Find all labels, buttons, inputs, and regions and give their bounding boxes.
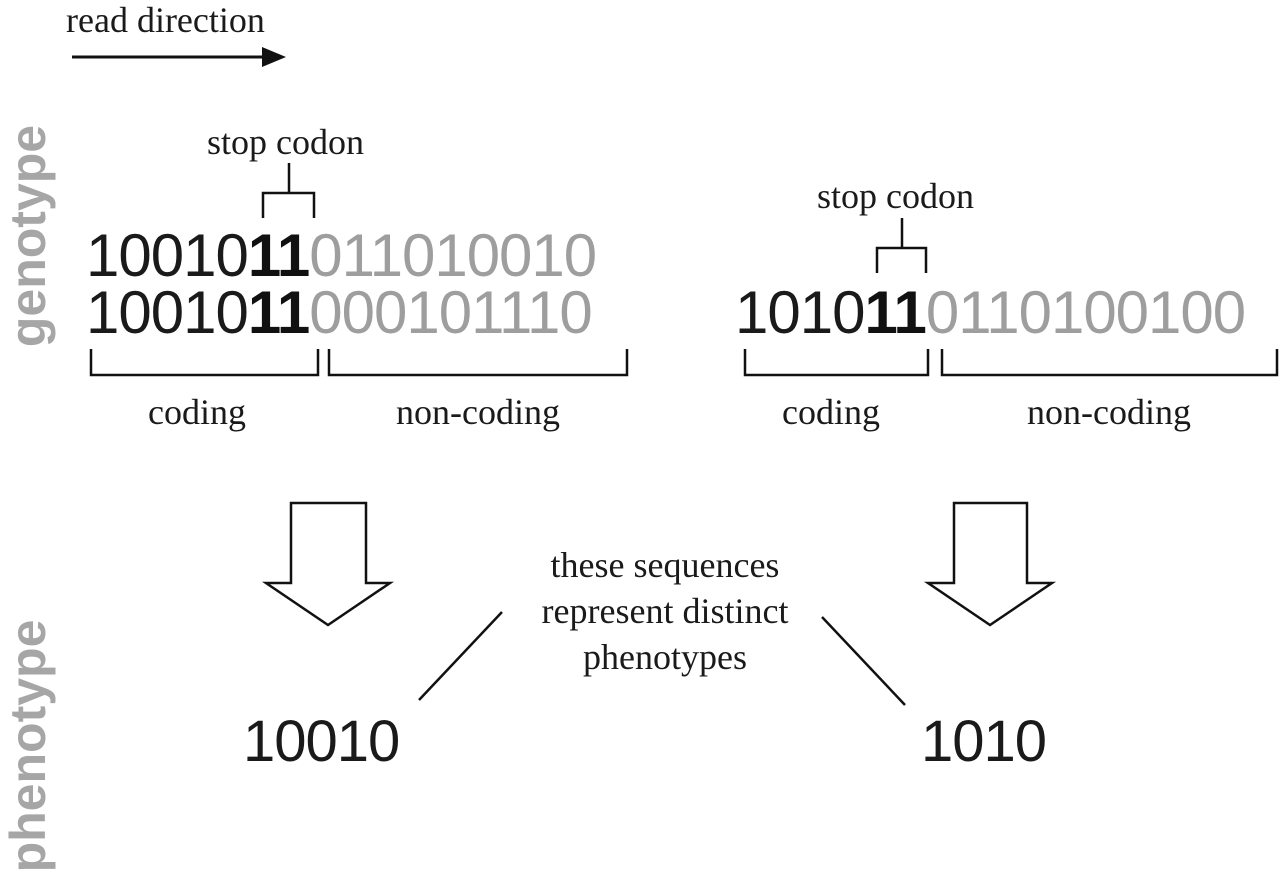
stop-codon-bits: 11 [247,222,310,289]
right-sequence-1: 1010110110100100 [735,283,1246,343]
right-noncoding-label: non-coding [1027,392,1191,432]
left-connector-line [418,611,503,701]
coding-bits: 1010 [735,279,865,346]
phenotype-axis-label: phenotype [0,619,56,872]
stop-codon-bits: 11 [247,279,310,346]
read-direction-arrow [72,47,286,67]
right-noncoding-bracket [940,349,1279,377]
right-coding-label: coding [782,392,880,432]
right-down-arrow [923,501,1057,627]
left-down-arrow [261,501,395,627]
right-connector-line [821,616,906,706]
noncoding-bits: 011010010 [309,222,597,289]
read-direction-label: read direction [66,0,265,40]
left-phenotype: 10010 [243,709,400,774]
left-stop-codon-label: stop codon [207,122,364,162]
left-noncoding-label: non-coding [396,392,560,432]
distinct-phenotypes-note: these sequences represent distinct pheno… [542,542,789,680]
coding-bits: 10010 [86,279,249,346]
coding-bits: 10010 [86,222,249,289]
note-line-1: these sequences [550,545,780,585]
left-stop-bracket [261,163,316,218]
note-line-3: phenotypes [583,637,747,677]
right-stop-codon-label: stop codon [817,176,974,216]
right-coding-bracket [743,349,930,377]
genotype-axis-label: genotype [0,124,56,348]
right-stop-bracket [875,218,928,273]
left-sequence-2: 1001011000101110 [86,283,593,343]
left-coding-label: coding [148,392,246,432]
note-line-2: represent distinct [541,591,789,631]
right-phenotype: 1010 [921,709,1047,774]
left-coding-bracket [89,349,320,377]
noncoding-bits: 0110100100 [925,279,1246,346]
stop-codon-bits: 11 [864,279,926,346]
left-noncoding-bracket [327,349,629,377]
noncoding-bits: 000101110 [309,279,592,346]
left-sequence-1: 1001011011010010 [86,226,597,286]
